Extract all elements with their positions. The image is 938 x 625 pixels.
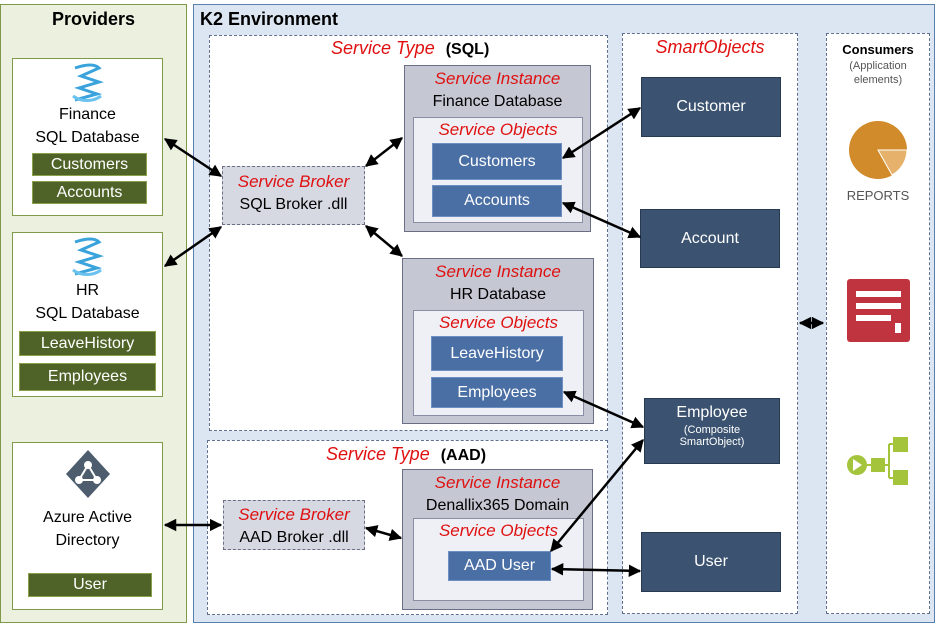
arrow-sql-broker-to-hr-instance (365, 225, 403, 257)
smartobject-account[interactable]: Account (640, 209, 780, 268)
providers-title: Providers (51, 9, 136, 29)
finance-instance-label: Service Instance (434, 69, 561, 88)
service-object-leavehistory[interactable]: LeaveHistory (431, 336, 563, 371)
azure-name: Azure Active (43, 509, 132, 526)
service-object-employees[interactable]: Employees (431, 377, 563, 408)
smartobject-customer[interactable]: Customer (641, 77, 781, 137)
aad-broker-label: Service Broker (238, 505, 350, 524)
arrow-hr-to-sql-broker (163, 225, 223, 268)
service-type-aad-heading: Service Type (AAD) (326, 444, 486, 465)
arrow-accounts-to-account (561, 201, 642, 239)
provider-item-customers[interactable]: Customers (32, 153, 147, 176)
service-object-accounts[interactable]: Accounts (432, 185, 562, 217)
service-type-tag: (SQL) (445, 41, 490, 58)
smartobject-employee-name: Employee (676, 404, 748, 421)
consumers-title: Consumers (842, 42, 914, 57)
finance-type: SQL Database (35, 129, 140, 146)
consumers-subtitle-1: (Application (849, 60, 907, 72)
smartobject-employee-note1: (Composite (683, 424, 741, 436)
k2-environment-title: K2 Environment (200, 9, 339, 29)
database-icon (67, 236, 107, 278)
arrow-customers-to-customer (561, 106, 642, 160)
reports-label: REPORTS (846, 188, 910, 203)
hr-name: HR (75, 282, 100, 299)
arrow-finance-to-sql-broker (163, 137, 223, 178)
service-type-label: Service Type (331, 38, 435, 58)
azure-ad-icon (64, 448, 112, 500)
aad-objects-label: Service Objects (438, 521, 559, 540)
provider-item-user[interactable]: User (28, 573, 152, 597)
smartobject-user[interactable]: User (641, 532, 781, 592)
finance-objects-label: Service Objects (438, 120, 558, 139)
service-type-tag: (AAD) (440, 447, 487, 464)
service-object-customers[interactable]: Customers (432, 143, 562, 180)
aad-instance-name: Denallix365 Domain (425, 497, 570, 514)
consumers-subtitle-2: elements) (853, 74, 903, 86)
service-object-aad-user[interactable]: AAD User (448, 551, 551, 581)
hr-type: SQL Database (35, 305, 140, 322)
database-icon (67, 62, 107, 104)
pie-chart-icon (847, 119, 909, 181)
smartobject-employee-note2: SmartObject) (679, 436, 745, 448)
aad-broker-box (223, 500, 365, 550)
hr-objects-label: Service Objects (438, 313, 559, 332)
smartobject-employee[interactable]: Employee (Composite SmartObject) (644, 398, 780, 464)
provider-item-accounts[interactable]: Accounts (32, 181, 147, 204)
arrow-sql-broker-to-finance-instance (365, 137, 403, 167)
arrow-aad-user-to-employee (550, 439, 644, 552)
sql-broker-label: Service Broker (237, 172, 350, 191)
finance-name: Finance (59, 106, 116, 123)
provider-item-leavehistory[interactable]: LeaveHistory (19, 331, 156, 356)
aad-instance-label: Service Instance (434, 473, 561, 492)
azure-type: Directory (55, 532, 120, 549)
workflow-icon (845, 436, 911, 486)
hr-instance-label: Service Instance (435, 262, 561, 281)
service-type-label: Service Type (326, 444, 430, 464)
arrow-aad-user-to-user (550, 563, 642, 577)
form-icon (847, 279, 910, 342)
arrow-employees-to-employee (562, 390, 645, 429)
provider-item-employees[interactable]: Employees (19, 363, 156, 391)
smartobjects-title: SmartObjects (655, 37, 765, 57)
service-type-sql-heading: Service Type (SQL) (331, 38, 489, 59)
hr-instance-name: HR Database (449, 286, 547, 303)
arrow-aad-broker-to-aad-instance (364, 525, 403, 541)
sql-broker-box (222, 166, 365, 225)
finance-instance-name: Finance Database (432, 93, 563, 110)
aad-broker-name: AAD Broker .dll (239, 529, 349, 546)
sql-broker-name: SQL Broker .dll (239, 196, 348, 213)
